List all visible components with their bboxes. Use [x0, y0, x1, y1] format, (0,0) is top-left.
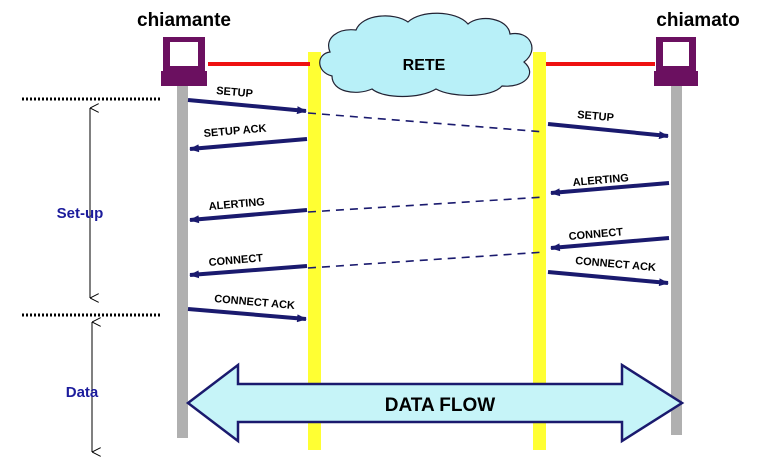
network-cloud-icon [319, 12, 533, 98]
connect-propagation-dashed [307, 251, 546, 269]
alerting-label-callee: ALERTING [572, 172, 629, 189]
network-label: RETE [403, 57, 446, 74]
alerting-arrow-caller [189, 208, 308, 224]
connect-arrow-caller [189, 264, 308, 279]
data-phase-label: Data [66, 384, 99, 401]
callee-title: chiamato [656, 10, 739, 31]
alerting-propagation-dashed [307, 196, 546, 213]
setup-ack-arrow [189, 137, 308, 153]
caller-title: chiamante [137, 10, 231, 31]
setup-ack-label: SETUP ACK [203, 123, 267, 140]
network-right-switch-line [533, 52, 546, 450]
connect-ack-label-callee: CONNECT ACK [575, 255, 657, 274]
data-flow-double-arrow [185, 362, 685, 444]
setup-phase-label: Set-up [57, 205, 104, 222]
setup-label-callee: SETUP [577, 109, 615, 124]
connect-arrow-callee [550, 236, 670, 252]
setup-label-caller: SETUP [216, 85, 254, 100]
caller-timeline [177, 85, 188, 438]
connect-ack-label-caller: CONNECT ACK [214, 293, 296, 312]
callee-terminal-icon [654, 37, 698, 86]
caller-terminal-icon [161, 37, 207, 86]
callee-timeline [671, 85, 682, 435]
alerting-label-caller: ALERTING [208, 196, 265, 213]
connect-ack-arrow-callee [547, 270, 669, 287]
alerting-arrow-callee [550, 181, 670, 197]
setup-arrow-callee [547, 122, 669, 140]
setup-propagation-dashed [307, 112, 546, 133]
connect-label-caller: CONNECT [208, 252, 264, 269]
connect-label-callee: CONNECT [568, 226, 624, 243]
setup-arrow-caller [187, 98, 307, 115]
network-left-switch-line [308, 52, 321, 450]
data-flow-label: DATA FLOW [385, 395, 496, 416]
connect-ack-arrow-caller [187, 307, 307, 323]
